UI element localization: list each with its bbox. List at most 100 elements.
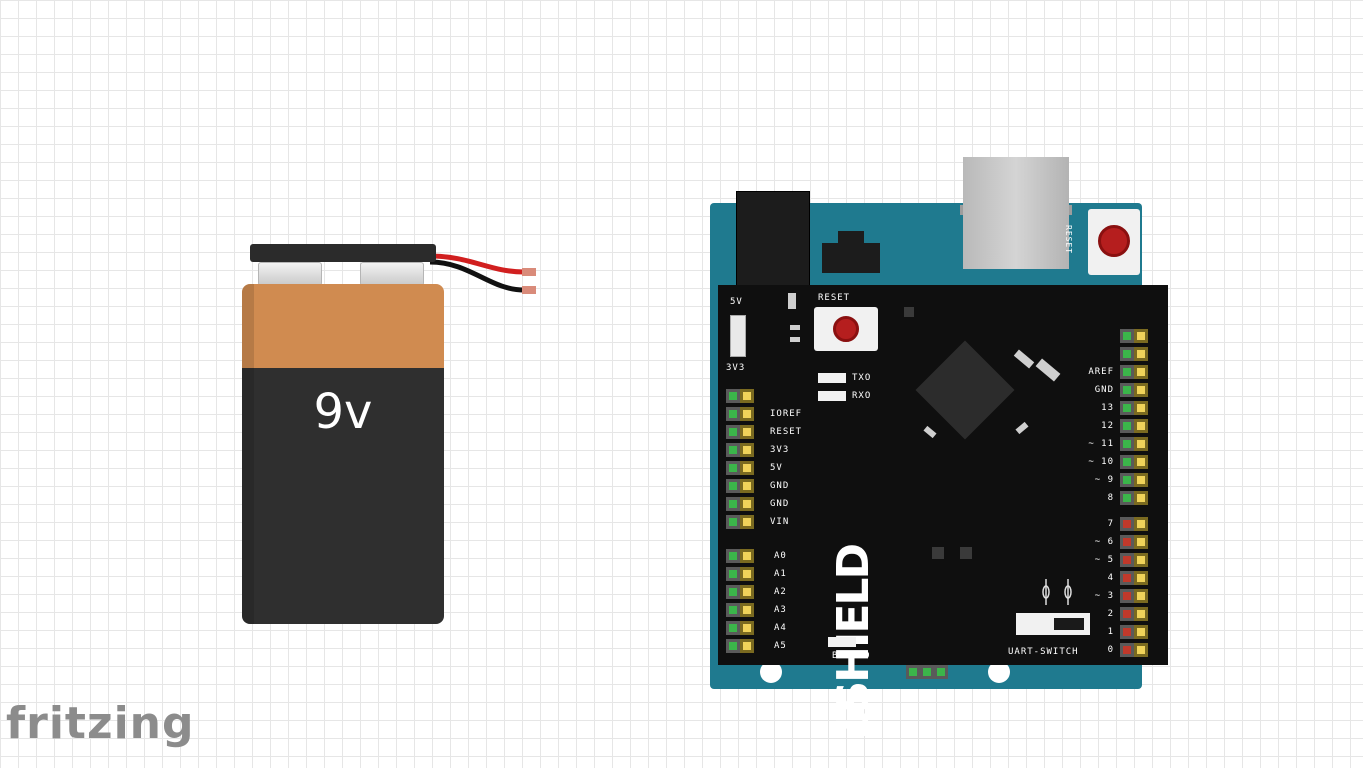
pin[interactable] xyxy=(726,603,740,617)
header-row[interactable]: IOREF xyxy=(726,407,801,421)
pin[interactable] xyxy=(1120,473,1134,487)
pin[interactable] xyxy=(726,389,740,403)
pin[interactable] xyxy=(1120,401,1134,415)
reset-button-cap[interactable] xyxy=(833,316,859,342)
pin[interactable] xyxy=(1134,419,1148,433)
header-row[interactable] xyxy=(1120,347,1158,361)
pin[interactable] xyxy=(740,603,754,617)
header-row[interactable]: 13 xyxy=(1101,401,1158,415)
pin[interactable] xyxy=(1120,625,1134,639)
pin[interactable] xyxy=(740,621,754,635)
header-row[interactable]: RESET xyxy=(726,425,801,439)
pin[interactable] xyxy=(726,497,740,511)
board-reset-button[interactable] xyxy=(1088,209,1140,275)
pin[interactable] xyxy=(726,567,740,581)
header-row[interactable]: GND xyxy=(1095,383,1158,397)
header-row[interactable]: A1 xyxy=(726,567,786,581)
uart-switch-knob[interactable] xyxy=(1054,618,1084,630)
header-row[interactable]: 5V xyxy=(726,461,782,475)
pin[interactable] xyxy=(726,407,740,421)
pin[interactable] xyxy=(740,515,754,529)
pin[interactable] xyxy=(1134,535,1148,549)
pin[interactable] xyxy=(726,515,740,529)
pin[interactable] xyxy=(1120,553,1134,567)
battery-wires[interactable] xyxy=(430,248,540,298)
header-row[interactable]: A0 xyxy=(726,549,786,563)
pin[interactable] xyxy=(740,425,754,439)
pin[interactable] xyxy=(1134,625,1148,639)
pin[interactable] xyxy=(1134,437,1148,451)
pin[interactable] xyxy=(740,479,754,493)
pin[interactable] xyxy=(1120,437,1134,451)
pin[interactable] xyxy=(906,665,920,679)
header-row[interactable]: ~ 3 xyxy=(1095,589,1158,603)
pin[interactable] xyxy=(1134,643,1148,657)
uart-switch[interactable] xyxy=(1016,613,1090,635)
digital-header-top[interactable]: AREF GND 13 12 ~ 11 ~ 10 ~ 9 8 xyxy=(1088,329,1158,505)
analog-header[interactable]: A0 A1 A2 A3 A4 A5 xyxy=(726,549,786,653)
pin[interactable] xyxy=(1134,571,1148,585)
header-row[interactable]: 7 xyxy=(1108,517,1158,531)
header-row[interactable]: 2 xyxy=(1108,607,1158,621)
header-row[interactable]: 4 xyxy=(1108,571,1158,585)
pin[interactable] xyxy=(1120,329,1134,343)
pin[interactable] xyxy=(1134,607,1148,621)
pin[interactable] xyxy=(726,639,740,653)
pin[interactable] xyxy=(740,585,754,599)
header-row[interactable] xyxy=(1120,329,1158,343)
header-row[interactable] xyxy=(726,389,764,403)
pin[interactable] xyxy=(726,621,740,635)
pin[interactable] xyxy=(1120,607,1134,621)
pin[interactable] xyxy=(1134,589,1148,603)
pin[interactable] xyxy=(1120,383,1134,397)
pin[interactable] xyxy=(1120,517,1134,531)
pin[interactable] xyxy=(740,461,754,475)
arduino-1shield-board[interactable]: RESET 5V 3V3 RESET TXO RXO 1SHIELD BT-LE… xyxy=(708,155,1178,741)
pin[interactable] xyxy=(726,425,740,439)
pin[interactable] xyxy=(1120,571,1134,585)
pin[interactable] xyxy=(740,389,754,403)
pin[interactable] xyxy=(726,479,740,493)
header-row[interactable]: 1 xyxy=(1108,625,1158,639)
battery-9v[interactable]: 9v xyxy=(240,244,540,624)
pin[interactable] xyxy=(740,407,754,421)
header-row[interactable]: GND xyxy=(726,479,788,493)
pin[interactable] xyxy=(1134,491,1148,505)
pin[interactable] xyxy=(726,549,740,563)
header-row[interactable]: ~ 5 xyxy=(1095,553,1158,567)
pin[interactable] xyxy=(1120,535,1134,549)
header-row[interactable]: 8 xyxy=(1108,491,1158,505)
icsp-header[interactable] xyxy=(906,665,948,684)
pin[interactable] xyxy=(726,585,740,599)
header-row[interactable]: 0 xyxy=(1108,643,1158,657)
pin[interactable] xyxy=(1120,419,1134,433)
header-row[interactable]: VIN xyxy=(726,515,788,529)
header-row[interactable]: ~ 10 xyxy=(1088,455,1158,469)
pin[interactable] xyxy=(726,461,740,475)
pin[interactable] xyxy=(740,567,754,581)
power-header[interactable]: IOREF RESET 3V3 5V GND GND VIN xyxy=(726,389,801,529)
pin[interactable] xyxy=(740,497,754,511)
pin[interactable] xyxy=(1134,517,1148,531)
pin[interactable] xyxy=(740,549,754,563)
digital-header-bottom[interactable]: 7 ~ 6 ~ 5 4 ~ 3 2 1 0 xyxy=(1095,517,1158,657)
pin[interactable] xyxy=(1120,347,1134,361)
pin[interactable] xyxy=(1120,643,1134,657)
pin[interactable] xyxy=(1134,383,1148,397)
pin[interactable] xyxy=(740,639,754,653)
pin[interactable] xyxy=(934,665,948,679)
pin[interactable] xyxy=(920,665,934,679)
pin[interactable] xyxy=(1134,455,1148,469)
header-row[interactable]: A5 xyxy=(726,639,786,653)
pin[interactable] xyxy=(1120,589,1134,603)
pin[interactable] xyxy=(740,443,754,457)
pin[interactable] xyxy=(1120,491,1134,505)
pin[interactable] xyxy=(726,443,740,457)
pin[interactable] xyxy=(1134,347,1148,361)
pin[interactable] xyxy=(1134,329,1148,343)
pin[interactable] xyxy=(1134,401,1148,415)
header-row[interactable]: 12 xyxy=(1101,419,1158,433)
reset-button-cap[interactable] xyxy=(1098,225,1130,257)
pin[interactable] xyxy=(1134,365,1148,379)
pin[interactable] xyxy=(1120,455,1134,469)
